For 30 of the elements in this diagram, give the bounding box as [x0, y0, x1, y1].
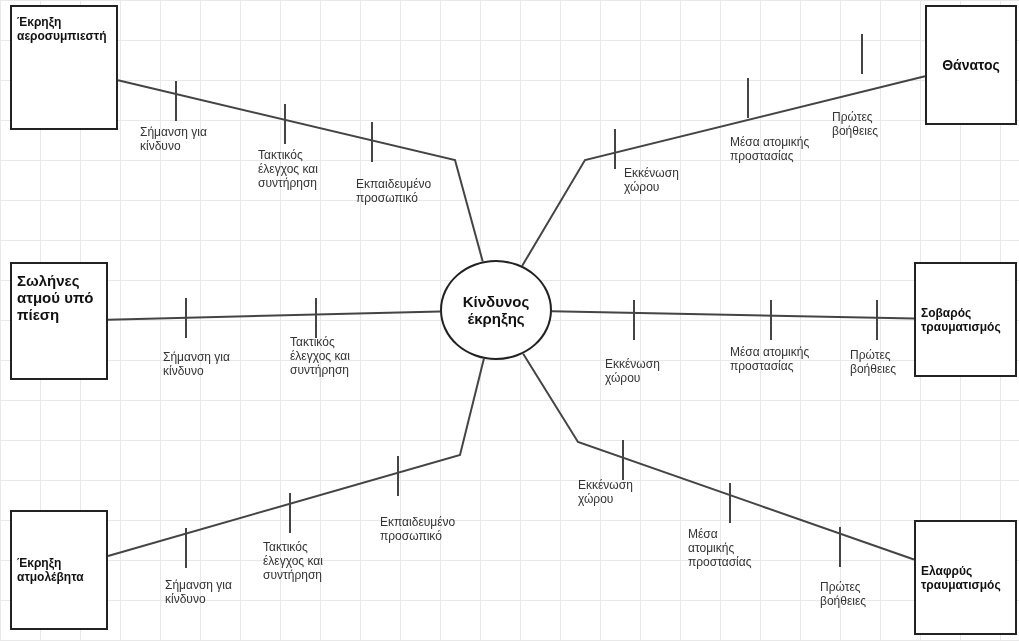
barrier-label: Τακτικός έλεγχος και συντήρηση: [263, 540, 324, 582]
barrier-label: Μέσα ατομικής προστασίας: [730, 345, 810, 373]
connector-line: [522, 352, 915, 561]
outcome-box: Έκρηξη ατμολέβητα: [10, 510, 108, 630]
barrier-label: Εκκένωση χώρου: [624, 166, 680, 194]
connector-line: [521, 75, 926, 267]
barrier-label: Μέσα ατομικής προστασίας: [730, 135, 810, 163]
barrier-label: Πρώτες βοήθειες: [850, 348, 898, 376]
barrier-label: Πρώτες βοήθειες: [832, 110, 880, 138]
barrier-label: Τακτικός έλεγχος και συντήρηση: [258, 148, 319, 190]
outcome-box: Σωλήνες ατμού υπό πίεση: [10, 262, 108, 380]
barrier-label: Σήμανση για κίνδυνο: [140, 125, 208, 153]
connector-line: [551, 310, 915, 320]
outcome-box: Έκρηξη αεροσυμπιεστή: [10, 5, 118, 130]
outcome-box: Σοβαρός τραυματισμός: [914, 262, 1017, 377]
outcome-box: Ελαφρύς τραυματισμός: [914, 520, 1017, 635]
hazard-ellipse: Κίνδυνος έκρηξης: [440, 260, 552, 360]
connector-line: [107, 310, 441, 321]
barrier-label: Εκκένωση χώρου: [605, 357, 661, 385]
barrier-label: Πρώτες βοήθειες: [820, 580, 868, 608]
connector-line: [117, 79, 484, 263]
barrier-label: Σήμανση για κίνδυνο: [165, 578, 233, 606]
barrier-label: Μέσα ατομικής προστασίας: [688, 527, 753, 569]
connector-line: [107, 357, 485, 557]
outcome-box: Θάνατος: [925, 5, 1017, 125]
barrier-label: Εκπαιδευμένο προσωπικό: [356, 177, 433, 205]
barrier-label: Τακτικός έλεγχος και συντήρηση: [290, 335, 351, 377]
barrier-label: Εκκένωση χώρου: [578, 478, 634, 506]
barrier-label: Εκπαιδευμένο προσωπικό: [380, 515, 457, 543]
barrier-label: Σήμανση για κίνδυνο: [163, 350, 231, 378]
